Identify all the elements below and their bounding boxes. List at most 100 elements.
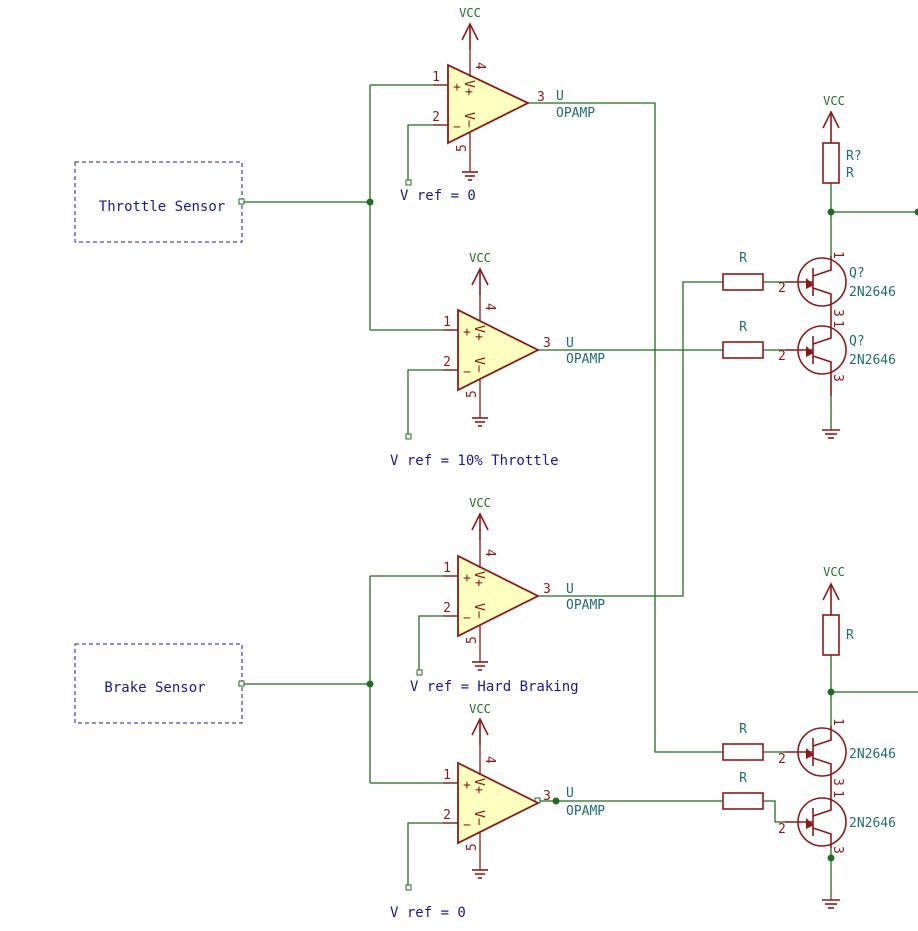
opamp-3-vplus: V+ [471,571,486,587]
transistor-q1: 2 1 3 Q? 2N2646 [778,251,896,317]
pullup-top-ref: R? [846,149,862,164]
pullup-top-value: R [846,166,854,181]
opamp-1-pin-4: 4 [472,62,487,70]
opamp-4-pin-2: 2 [443,808,451,823]
brake-sensor-block: Brake Sensor [74,643,245,724]
base-resistor-4: R [722,771,764,810]
q4-pin-c: 1 [830,790,845,798]
opamp-2-pin-5: 5 [465,390,480,398]
opamp-1-plus: + [453,80,461,95]
opamp-4-vplus: V+ [471,778,486,794]
opamp-4-ref: U [566,786,574,801]
wires [244,84,918,900]
opamp-2: VCC 1 2 3 4 5 + − V+ V− U OPAMP V ref = … [390,251,605,469]
vcc-label-bottom: VCC [823,565,845,579]
junctions [366,198,835,862]
opamp-4-pin-1: 1 [443,768,451,783]
q2-pin-e: 3 [830,374,845,382]
base-resistor-2-value: R [739,320,747,335]
opamp-1-minus: − [453,120,461,135]
opamp-3-minus: − [463,611,471,626]
opamp-1-value: OPAMP [556,106,595,121]
base-resistor-1: R [722,251,764,291]
opamp-2-pin-3: 3 [543,336,551,351]
opamp-1-pin-1: 1 [432,70,440,85]
opamp-1: VCC 1 2 3 4 5 + − V+ V− U OPAMP V ref = … [400,6,595,204]
opamp-3-pin-4: 4 [482,549,497,557]
q1-pin-e: 3 [830,309,845,317]
transistor-q2: 2 1 3 Q? 2N2646 [778,308,896,396]
q1-value: 2N2646 [849,285,896,300]
throttle-sensor-label: Throttle Sensor [99,199,225,215]
q3-value: 2N2646 [849,747,896,762]
throttle-sensor-block: Throttle Sensor [74,161,245,243]
net-exits [914,208,918,216]
opamp-2-pin-2: 2 [443,355,451,370]
opamp-1-vplus: V+ [461,80,476,96]
ground-symbols [822,429,840,909]
opamp-1-vminus: V− [461,112,476,128]
q1-ref: Q? [849,266,865,281]
opamp-4-value: OPAMP [566,804,605,819]
opamp-2-minus: − [463,365,471,380]
opamp-2-plus: + [463,325,471,340]
base-resistor-4-value: R [739,771,747,786]
opamp-2-ref: U [566,336,574,351]
opamp-1-vref: V ref = 0 [400,188,476,204]
opamp-2-pin-1: 1 [443,315,451,330]
opamp-4-vref: V ref = 0 [390,905,466,921]
q2-ref: Q? [849,334,865,349]
q3-pin-e: 3 [830,778,845,786]
q2-pin-b: 2 [778,349,786,364]
opamp-3-ref: U [566,582,574,597]
opamp-4: VCC 1 2 3 4 5 + − V+ V− U OPAMP V ref = … [390,702,605,921]
vcc-label-opamp-2: VCC [469,251,491,265]
q4-pin-b: 2 [778,822,786,837]
base-resistor-1-value: R [739,251,747,266]
opamp-3-value: OPAMP [566,598,605,613]
q3-pin-c: 1 [830,718,845,726]
opamp-4-pin-5: 5 [465,843,480,851]
pullup-bottom: VCC R [822,565,854,656]
opamp-3: VCC 1 2 3 4 5 + − V+ V− U OPAMP V ref = … [410,496,605,695]
brake-sensor-label: Brake Sensor [104,680,205,696]
vcc-label-opamp-4: VCC [469,702,491,716]
opamp-2-vplus: V+ [471,325,486,341]
base-resistor-3: R [722,722,764,761]
opamp-3-pin-2: 2 [443,601,451,616]
opamp-4-vminus: V− [471,810,486,826]
pullup-top: VCC R? R [822,94,862,184]
opamp-4-plus: + [463,778,471,793]
q1-pin-b: 2 [778,281,786,296]
opamp-2-pin-4: 4 [482,303,497,311]
base-resistor-3-value: R [739,722,747,737]
opamp-1-pin-5: 5 [455,144,470,152]
opamp-3-pin-3: 3 [543,582,551,597]
vcc-label-opamp-3: VCC [469,496,491,510]
vcc-label-top: VCC [823,94,845,108]
vcc-label-opamp-1: VCC [459,6,481,20]
opamp-1-ref: U [556,89,564,104]
opamp-3-pin-1: 1 [443,561,451,576]
pullup-bottom-value: R [846,628,854,643]
opamp-4-pin-4: 4 [482,756,497,764]
opamp-4-pin-3: 3 [543,789,551,804]
q2-pin-c: 1 [830,320,845,328]
q3-pin-b: 2 [778,752,786,767]
opamp-2-vminus: V− [471,357,486,373]
opamp-3-pin-5: 5 [465,636,480,644]
opamp-3-vref: V ref = Hard Braking [410,679,579,695]
opamp-3-vminus: V− [471,603,486,619]
opamp-2-vref: V ref = 10% Throttle [390,453,559,469]
q4-pin-e: 3 [830,846,845,854]
base-resistor-2: R [722,320,764,359]
opamp-1-pin-3: 3 [537,90,545,105]
transistor-q4: 2 1 3 2N2646 [778,778,896,854]
q4-value: 2N2646 [849,816,896,831]
opamp-2-value: OPAMP [566,352,605,367]
opamp-1-pin-2: 2 [432,110,440,125]
transistor-q3: 2 1 3 2N2646 [778,718,896,786]
q1-pin-c: 1 [830,251,845,259]
opamp-4-minus: − [463,818,471,833]
